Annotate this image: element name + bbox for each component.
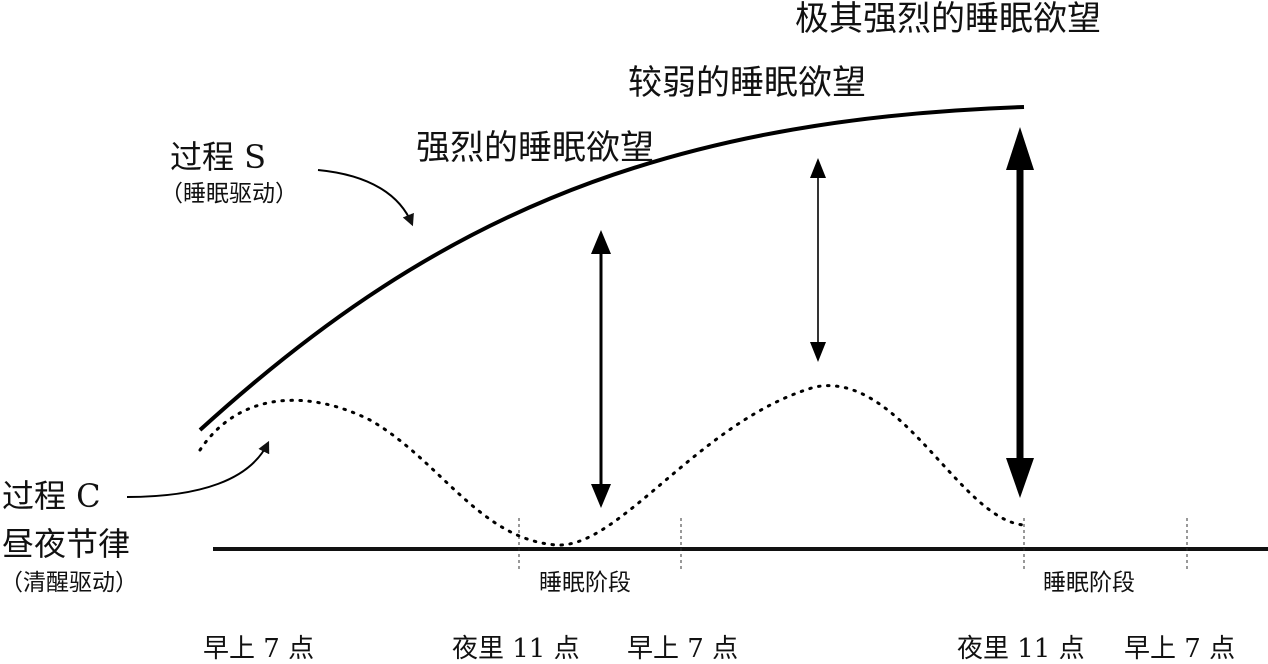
process-c-curve: [198, 384, 1026, 547]
time-tick-label: 早上 7 点: [627, 634, 739, 664]
time-tick-label: 早上 7 点: [203, 634, 315, 664]
sleep-pressure-arrow-3: [1006, 127, 1034, 498]
weak-sleep-desire-label: 较弱的睡眠欲望: [628, 63, 866, 103]
sleep-pressure-arrow-2: [810, 158, 826, 362]
sleep-pressure-arrow-1: [591, 230, 611, 508]
time-tick-label: 早上 7 点: [1124, 634, 1236, 664]
sleep-phase-1-label: 睡眠阶段: [539, 570, 631, 596]
sleep-phase-2-label: 睡眠阶段: [1043, 570, 1135, 596]
process-c-pointer-arrow: [126, 440, 270, 498]
process-s-pointer-arrow: [317, 169, 414, 227]
time-tick-label: 夜里 11 点: [957, 634, 1085, 664]
process-s-subtitle: （睡眠驱动）: [160, 181, 298, 207]
process-c-subtitle: （清醒驱动）: [0, 570, 138, 596]
strong-sleep-desire-label: 强烈的睡眠欲望: [416, 128, 654, 168]
extreme-sleep-desire-label: 极其强烈的睡眠欲望: [795, 0, 1101, 39]
process-s-curve: [198, 105, 1025, 432]
time-tick-label: 夜里 11 点: [452, 634, 580, 664]
process-c-name: 昼夜节律: [2, 525, 131, 563]
process-c-label: 过程 C: [2, 477, 101, 515]
process-s-label: 过程 S: [170, 138, 267, 176]
